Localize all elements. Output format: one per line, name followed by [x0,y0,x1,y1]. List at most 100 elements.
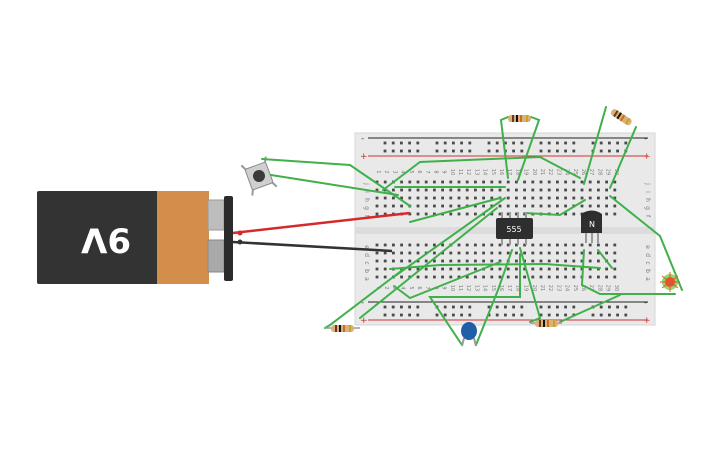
breadboard-hole[interactable] [383,243,387,247]
breadboard-hole[interactable] [531,243,535,247]
breadboard-hole[interactable] [465,251,469,255]
breadboard-hole[interactable] [433,196,436,200]
breadboard-hole[interactable] [580,180,584,184]
ceramic-capacitor[interactable] [461,322,477,347]
breadboard-hole[interactable] [435,141,439,145]
wire-top-bus-arc[interactable] [382,155,581,191]
breadboard-hole[interactable] [605,180,608,184]
breadboard-hole[interactable] [599,305,603,309]
breadboard-hole[interactable] [556,251,559,255]
breadboard-hole[interactable] [506,196,510,200]
breadboard-hole[interactable] [588,188,592,192]
breadboard-hole[interactable] [474,196,477,200]
breadboard-hole[interactable] [460,141,463,145]
breadboard-hole[interactable] [539,313,543,317]
breadboard-hole[interactable] [400,180,403,184]
breadboard-hole[interactable] [482,243,485,247]
breadboard-hole[interactable] [539,196,543,200]
breadboard-hole[interactable] [605,251,608,255]
breadboard-hole[interactable] [495,305,499,309]
breadboard-hole[interactable] [580,204,584,208]
breadboard-hole[interactable] [449,180,453,184]
breadboard-hole[interactable] [441,275,444,279]
breadboard-hole[interactable] [572,267,576,271]
breadboard-hole[interactable] [490,204,494,208]
breadboard-hole[interactable] [572,180,576,184]
breadboard-hole[interactable] [564,243,567,247]
breadboard-hole[interactable] [624,305,628,309]
breadboard-hole[interactable] [443,305,447,309]
breadboard-hole[interactable] [408,180,412,184]
breadboard-hole[interactable] [556,141,559,145]
breadboard-hole[interactable] [443,313,447,317]
breadboard-hole[interactable] [457,259,461,263]
breadboard-hole[interactable] [443,141,447,145]
breadboard-hole[interactable] [375,251,379,255]
wire-transistor-to-led[interactable] [580,249,676,295]
breadboard-hole[interactable] [531,188,535,192]
breadboard-hole[interactable] [433,188,436,192]
breadboard-hole[interactable] [531,259,535,263]
wire-chip-to-left[interactable] [409,197,501,223]
breadboard-hole[interactable] [490,267,494,271]
breadboard-hole[interactable] [520,313,524,317]
breadboard-hole[interactable] [539,251,543,255]
breadboard-hole[interactable] [383,305,387,309]
breadboard-hole[interactable] [383,267,387,271]
breadboard-hole[interactable] [392,251,395,255]
breadboard-hole[interactable] [572,243,576,247]
breadboard-hole[interactable] [588,180,592,184]
breadboard-hole[interactable] [564,212,567,216]
breadboard-hole[interactable] [523,212,526,216]
breadboard-hole[interactable] [383,141,387,145]
breadboard-hole[interactable] [523,196,526,200]
breadboard-hole[interactable] [400,196,403,200]
breadboard-hole[interactable] [556,196,559,200]
breadboard-hole[interactable] [613,212,617,216]
breadboard-hole[interactable] [597,180,600,184]
breadboard-hole[interactable] [400,305,403,309]
breadboard-hole[interactable] [547,313,551,317]
breadboard-hole[interactable] [383,180,387,184]
breadboard-hole[interactable] [506,267,510,271]
breadboard-hole[interactable] [441,267,444,271]
breadboard-hole[interactable] [449,251,453,255]
resistor-top-center[interactable] [508,115,531,122]
wire-resistor2-left-lead[interactable] [583,106,607,185]
breadboard-hole[interactable] [383,204,387,208]
breadboard-hole[interactable] [547,196,551,200]
breadboard-hole[interactable] [564,204,567,208]
breadboard-hole[interactable] [572,212,576,216]
breadboard-hole[interactable] [424,196,428,200]
breadboard-hole[interactable] [433,212,436,216]
breadboard-hole[interactable] [564,313,567,317]
breadboard-hole[interactable] [457,188,461,192]
breadboard-hole[interactable] [474,204,477,208]
breadboard-hole[interactable] [482,188,485,192]
breadboard-hole[interactable] [400,313,403,317]
breadboard-hole[interactable] [597,275,600,279]
breadboard-hole[interactable] [564,149,567,153]
breadboard-hole[interactable] [515,251,518,255]
breadboard-hole[interactable] [408,267,412,271]
breadboard-hole[interactable] [391,149,395,153]
breadboard-hole[interactable] [572,188,576,192]
wire-right-to-led[interactable] [609,195,683,291]
breadboard-hole[interactable] [498,251,502,255]
breadboard-hole[interactable] [523,180,526,184]
breadboard-hole[interactable] [383,259,387,263]
breadboard-hole[interactable] [539,275,543,279]
breadboard-hole[interactable] [482,180,485,184]
breadboard-hole[interactable] [580,188,584,192]
breadboard-hole[interactable] [539,305,543,309]
breadboard-hole[interactable] [449,275,453,279]
breadboard-hole[interactable] [468,149,472,153]
breadboard-hole[interactable] [608,305,611,309]
breadboard-hole[interactable] [416,275,420,279]
breadboard-hole[interactable] [441,243,444,247]
breadboard-hole[interactable] [564,251,567,255]
breadboard-hole[interactable] [465,259,469,263]
breadboard-hole[interactable] [449,204,453,208]
breadboard-hole[interactable] [424,243,428,247]
wire-resistor4-right[interactable] [559,294,621,323]
